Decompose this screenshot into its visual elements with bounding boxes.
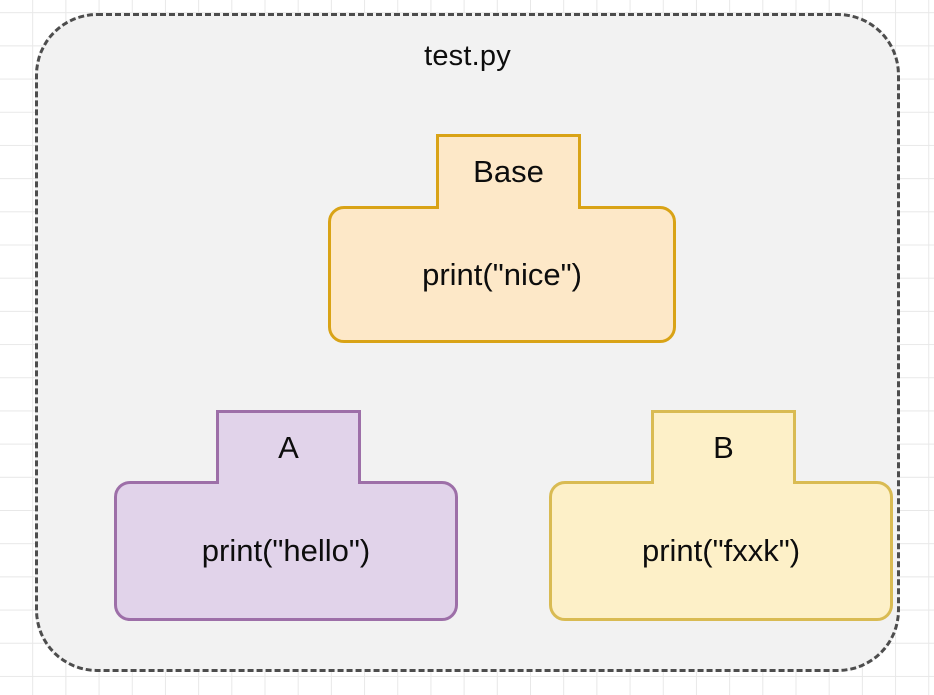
class-name-a: A bbox=[216, 410, 361, 483]
file-container: test.py Base print("nice") A print("hell… bbox=[35, 13, 900, 672]
seam-a bbox=[219, 480, 358, 484]
seam-b bbox=[654, 480, 793, 484]
class-name-base: Base bbox=[436, 134, 581, 207]
class-block-base[interactable]: Base print("nice") bbox=[293, 121, 693, 346]
class-body-a: print("hello") bbox=[114, 481, 458, 621]
class-body-base: print("nice") bbox=[328, 206, 676, 343]
class-body-b: print("fxxk") bbox=[549, 481, 893, 621]
seam-base bbox=[439, 205, 578, 209]
file-title: test.py bbox=[424, 40, 511, 72]
class-block-b[interactable]: B print("fxxk") bbox=[533, 397, 908, 627]
class-block-a[interactable]: A print("hello") bbox=[98, 397, 473, 627]
class-name-b: B bbox=[651, 410, 796, 483]
